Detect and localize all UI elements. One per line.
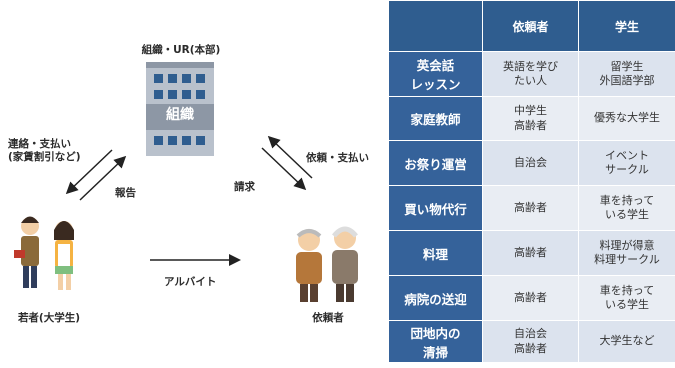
left-top-label-line-1: 連絡・支払い [8, 138, 71, 150]
left-top-label: 連絡・支払い (家賃割引など) [8, 138, 81, 164]
report-label: 報告 [115, 187, 136, 199]
table-row: 病院の送迎 高齢者 車を持って いる学生 [388, 275, 675, 321]
client-cell: 高齢者 [482, 230, 579, 276]
client-cell: 自治会 高齢者 [482, 320, 579, 363]
student-cell: 車を持って いる学生 [578, 185, 675, 231]
building-sign: 組織 [166, 107, 194, 123]
table-row: 英会話 レッスン 英語を学び たい人 留学生 外国語学部 [388, 51, 675, 97]
arrows-left [65, 149, 127, 201]
table-row: お祭り運営 自治会 イベント サークル [388, 140, 675, 186]
diagram-graphics [14, 62, 358, 302]
students-icon [14, 216, 74, 290]
clients-icon [296, 226, 358, 302]
header-student: 学生 [578, 0, 675, 52]
table-row: 料理 高齢者 料理が得意 料理サークル [388, 230, 675, 276]
student-cell: 車を持って いる学生 [578, 275, 675, 321]
table-row: 買い物代行 高齢者 車を持って いる学生 [388, 185, 675, 231]
left-top-label-line-2: (家賃割引など) [8, 151, 81, 164]
header-client: 依頼者 [482, 0, 579, 52]
student-cell: 料理が得意 料理サークル [578, 230, 675, 276]
task-cell: お祭り運営 [388, 140, 483, 186]
client-cell: 自治会 [482, 140, 579, 186]
part-time-label: アルバイト [164, 276, 217, 288]
billing-label: 請求 [234, 181, 255, 193]
task-cell: 家庭教師 [388, 96, 483, 141]
client-cell: 高齢者 [482, 185, 579, 231]
client-cell: 高齢者 [482, 275, 579, 321]
student-cell: 優秀な大学生 [578, 96, 675, 141]
student-cell: イベント サークル [578, 140, 675, 186]
org-label: 組織・UR(本部) [141, 44, 221, 56]
student-cell: 留学生 外国語学部 [578, 51, 675, 97]
building-icon [146, 62, 214, 156]
client-cell: 英語を学び たい人 [482, 51, 579, 97]
table-row: 団地内の 清掃 自治会 高齢者 大学生など [388, 320, 675, 363]
task-table: 依頼者 学生 英会話 レッスン 英語を学び たい人 留学生 外国語学部 家庭教師… [388, 0, 675, 363]
clients-label: 依頼者 [312, 312, 344, 324]
task-cell: 病院の送迎 [388, 275, 483, 321]
right-top-label: 依頼・支払い [306, 152, 369, 164]
header-corner [388, 0, 483, 52]
matching-table: 依頼者 学生 英会話 レッスン 英語を学び たい人 留学生 外国語学部 家庭教師… [388, 0, 675, 368]
students-label: 若者(大学生) [17, 312, 81, 324]
task-cell: 料理 [388, 230, 483, 276]
task-cell: 買い物代行 [388, 185, 483, 231]
student-cell: 大学生など [578, 320, 675, 363]
table-row: 家庭教師 中学生 高齢者 優秀な大学生 [388, 96, 675, 141]
flow-diagram: 組織・UR(本部) 組織 連絡・支払い (家賃割引など) 報告 請求 依頼・支払… [8, 44, 369, 324]
arrows-right [261, 135, 313, 191]
task-cell: 英会話 レッスン [388, 51, 483, 97]
task-cell: 団地内の 清掃 [388, 320, 483, 363]
table-header-row: 依頼者 学生 [388, 0, 675, 52]
client-cell: 中学生 高齢者 [482, 96, 579, 141]
